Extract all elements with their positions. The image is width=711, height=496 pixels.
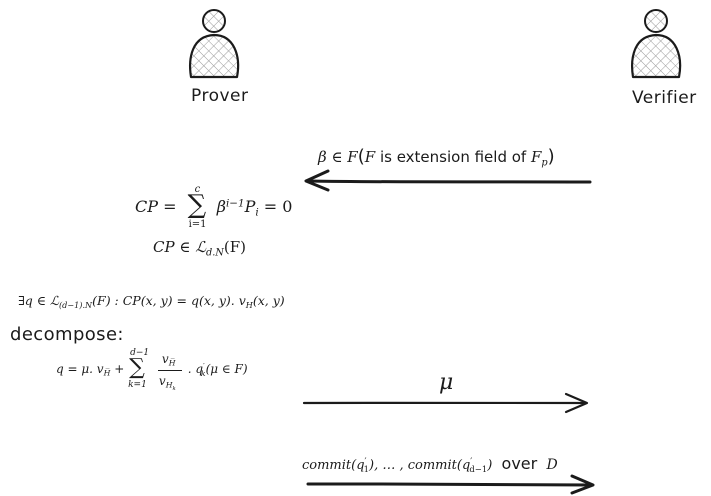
q-tail-subscript: k bbox=[200, 369, 206, 378]
summation-symbol-2: d−1 ∑ k=1 bbox=[128, 348, 150, 394]
sigma-glyph-2: ∑ bbox=[129, 355, 145, 380]
p-subscript: i bbox=[255, 206, 259, 219]
commit-prime-2: ′ bbox=[470, 457, 473, 468]
den-subsubscript: k bbox=[172, 385, 176, 392]
den-subscript: H bbox=[165, 380, 173, 390]
close-paren: ) bbox=[547, 146, 555, 167]
domain-D-text: D bbox=[546, 457, 558, 473]
Fp-base: F bbox=[530, 148, 542, 166]
decompose-label: decompose: bbox=[10, 324, 124, 345]
equals-zero: = 0 bbox=[258, 197, 293, 216]
num-subscript: H̅ bbox=[168, 358, 176, 368]
sigma-glyph: ∑ bbox=[187, 190, 207, 220]
commit-text-a: commit(q bbox=[302, 458, 365, 473]
over-text: over bbox=[501, 454, 538, 473]
open-paren: ( bbox=[357, 146, 365, 167]
sum2-lower-bound: k=1 bbox=[128, 380, 147, 390]
cp-in-code-statement: CP ∈ ℒd.N(F) bbox=[153, 238, 246, 258]
vanishing-fraction: vH̅ vHk bbox=[156, 348, 184, 394]
sum2-upper-bound: d−1 bbox=[130, 348, 150, 358]
mu-arrow bbox=[302, 392, 589, 414]
challenge-arrow bbox=[304, 169, 592, 192]
composition-polynomial-equation: CP = c ∑ i=1 βi−1Pi = 0 bbox=[135, 184, 292, 232]
prover-person-icon bbox=[189, 9, 240, 79]
q-vbar-subscript: H̅ bbox=[103, 369, 111, 378]
beta-in-F-text: β ∈ F bbox=[318, 148, 358, 166]
p-term: P bbox=[244, 197, 256, 216]
sum-upper-bound: c bbox=[194, 184, 201, 195]
den-v: v bbox=[158, 374, 166, 388]
commit-text-b: ), … , commit(q bbox=[369, 458, 471, 473]
exists-text-b: (F) : CP(x, y) = q(x, y). v bbox=[92, 293, 246, 308]
commit-sub-2: d−1 bbox=[469, 463, 488, 474]
num-v: v bbox=[161, 352, 169, 366]
prover-label: Prover bbox=[191, 86, 249, 106]
challenge-message-label: β ∈ F(F is extension field of Fp) bbox=[318, 146, 555, 168]
commitments-message-label: commit(q′1), … , commit(q′d−1) over D bbox=[302, 454, 558, 474]
extension-note: is extension field of bbox=[375, 148, 531, 166]
fraction-bar bbox=[157, 370, 182, 371]
sum-lower-bound: i=1 bbox=[188, 219, 207, 230]
vanishing-subscript: H bbox=[245, 299, 253, 310]
exists-quotient-statement: ∃q ∈ ℒ(d−1).N(F) : CP(x, y) = q(x, y). v… bbox=[18, 293, 285, 310]
code-field: (F) bbox=[223, 238, 247, 256]
plus-sign: + bbox=[110, 362, 129, 377]
verifier-person-icon bbox=[631, 9, 682, 79]
beta-exponent: i−1 bbox=[225, 197, 245, 210]
field-F-text: F bbox=[364, 148, 376, 166]
cp-in-code-text: CP ∈ ℒ bbox=[153, 238, 207, 256]
Fp-subscript: p bbox=[541, 157, 548, 169]
q-tail-b: (μ ∈ F) bbox=[205, 362, 248, 377]
commit-sub-1: 1 bbox=[363, 463, 369, 474]
commit-prime-1: ′ bbox=[364, 457, 367, 468]
verifier-label: Verifier bbox=[632, 88, 697, 108]
q-eq-text: q = μ. v bbox=[56, 362, 104, 377]
commitments-arrow bbox=[306, 474, 595, 495]
q-tail-a: . q bbox=[187, 362, 204, 377]
code-subscript: d.N bbox=[206, 247, 224, 259]
cp-lhs: CP = bbox=[135, 197, 177, 216]
fraction-denominator: vHk bbox=[159, 374, 176, 392]
q-prime-mark: ′ bbox=[203, 362, 205, 371]
fraction-numerator: vH̅ bbox=[162, 352, 176, 368]
exists-text-a: ∃q ∈ ℒ bbox=[18, 293, 59, 308]
exists-text-c: (x, y) bbox=[252, 293, 285, 308]
mu-message-label: μ bbox=[439, 370, 454, 395]
exists-code-subscript: (d−1).N bbox=[59, 299, 93, 310]
quotient-decomposition-equation: q = μ. vH̅ + d−1 ∑ k=1 vH̅ vHk . q′k(μ ∈… bbox=[56, 348, 248, 394]
summation-symbol: c ∑ i=1 bbox=[186, 184, 212, 232]
commit-text-c: ) bbox=[487, 458, 493, 473]
beta-base: β bbox=[216, 197, 226, 216]
